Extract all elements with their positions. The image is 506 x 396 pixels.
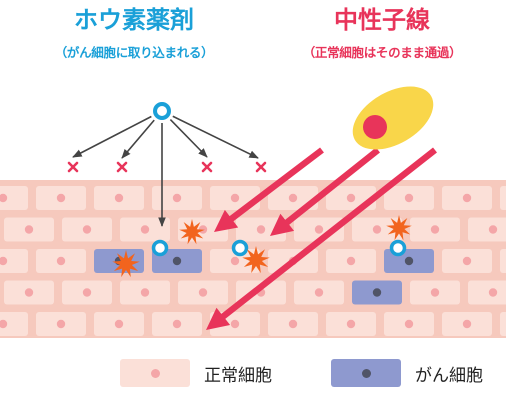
- normal-nucleus: [172, 193, 182, 203]
- normal-cell: [0, 186, 28, 210]
- boron-drug-heading: ホウ素薬剤 （がん細胞に取り込まれる）: [5, 6, 263, 62]
- normal-nucleus: [288, 193, 298, 203]
- drug-distribution-arrows: [72, 115, 259, 227]
- normal-nucleus: [24, 288, 34, 297]
- normal-nucleus: [198, 225, 208, 234]
- normal-nucleus: [256, 225, 266, 234]
- normal-cell: [500, 249, 506, 273]
- normal-nucleus: [288, 319, 298, 329]
- normal-cell: [0, 249, 28, 273]
- neutron-heading: 中性子線 （正常細胞はそのまま通過）: [262, 6, 502, 62]
- drug-arrow: [121, 119, 155, 159]
- cell-grid: [0, 186, 506, 336]
- normal-nucleus: [430, 225, 440, 234]
- normal-nucleus: [404, 319, 414, 329]
- normal-cell: [500, 312, 506, 336]
- normal-nucleus: [488, 225, 498, 234]
- cancer-cell-swatch: [331, 359, 401, 387]
- reaction-bursts: [112, 215, 412, 278]
- burst-icon: [242, 246, 270, 274]
- neutron-source-body: [352, 86, 434, 150]
- normal-nucleus: [314, 225, 324, 234]
- normal-cell: [468, 217, 506, 242]
- cancer-nucleus: [404, 256, 414, 266]
- normal-nucleus-dot: [150, 368, 160, 378]
- normal-cell: [0, 312, 28, 336]
- normal-nucleus: [314, 288, 324, 297]
- normal-nucleus: [346, 256, 356, 266]
- neutron-subtitle: （正常細胞はそのまま通過）: [302, 45, 462, 60]
- burst-icon: [112, 250, 140, 278]
- cross-mark-icon: [116, 161, 128, 173]
- neutron-beam-arrow: [270, 147, 380, 236]
- normal-cell: [500, 186, 506, 210]
- drug-in-cancer-cells: [151, 239, 407, 257]
- normal-nucleus: [82, 225, 92, 234]
- normal-nucleus: [114, 193, 124, 203]
- legend-cancer-label: がん細胞: [415, 365, 483, 386]
- normal-nucleus: [82, 288, 92, 297]
- normal-nucleus: [346, 193, 356, 203]
- normal-nucleus: [0, 256, 8, 266]
- normal-nucleus: [140, 225, 150, 234]
- normal-nucleus: [462, 193, 472, 203]
- cross-mark-icon: [67, 161, 79, 173]
- boron-drug-title: ホウ素薬剤: [74, 6, 194, 34]
- normal-nucleus: [172, 319, 182, 329]
- boron-in-cancer-icon: [231, 239, 249, 257]
- tissue-illustration: [0, 86, 506, 338]
- neutron-beam-arrow: [206, 147, 437, 330]
- normal-nucleus: [430, 288, 440, 297]
- burst-icon: [179, 219, 205, 245]
- drug-miss-marks: [67, 161, 267, 173]
- cross-mark-icon: [201, 161, 213, 173]
- normal-nucleus: [230, 256, 240, 266]
- burst-icon: [386, 215, 412, 241]
- cancer-nucleus: [372, 288, 382, 297]
- neutron-core: [363, 115, 387, 139]
- legend-normal-cell: 正常細胞: [120, 359, 272, 387]
- normal-nucleus: [56, 319, 66, 329]
- normal-nucleus: [346, 319, 356, 329]
- normal-nucleus: [404, 193, 414, 203]
- normal-nucleus: [462, 256, 472, 266]
- cancer-nucleus-dot: [361, 368, 371, 378]
- normal-nucleus: [114, 319, 124, 329]
- cancer-nucleus: [172, 256, 182, 266]
- drug-arrow: [172, 115, 259, 159]
- legend-normal-label: 正常細胞: [204, 365, 272, 386]
- normal-cell: [468, 280, 506, 305]
- cross-mark-icon: [255, 161, 267, 173]
- neutron-beam-arrow: [214, 147, 324, 232]
- neutron-source-icon: [352, 86, 434, 150]
- normal-nucleus: [230, 193, 240, 203]
- boron-drug-subtitle: （がん細胞に取り込まれる）: [54, 45, 214, 60]
- boron-in-cancer-icon: [151, 239, 169, 257]
- normal-nucleus: [462, 319, 472, 329]
- normal-nucleus: [140, 288, 150, 297]
- normal-nucleus: [56, 193, 66, 203]
- normal-nucleus: [0, 193, 8, 203]
- normal-nucleus: [372, 225, 382, 234]
- neutron-title: 中性子線: [334, 6, 430, 34]
- normal-nucleus: [198, 288, 208, 297]
- legend-cancer-cell: がん細胞: [331, 359, 483, 387]
- boron-in-cancer-icon: [389, 239, 407, 257]
- drug-arrow: [169, 119, 208, 158]
- boron-drug-icon: [153, 102, 171, 120]
- normal-nucleus: [56, 256, 66, 266]
- normal-nucleus: [488, 288, 498, 297]
- normal-nucleus: [0, 319, 8, 329]
- normal-nucleus: [230, 319, 240, 329]
- drug-arrow: [72, 115, 152, 158]
- normal-nucleus: [24, 225, 34, 234]
- neutron-beams: [206, 147, 437, 330]
- normal-cell-swatch: [120, 359, 190, 387]
